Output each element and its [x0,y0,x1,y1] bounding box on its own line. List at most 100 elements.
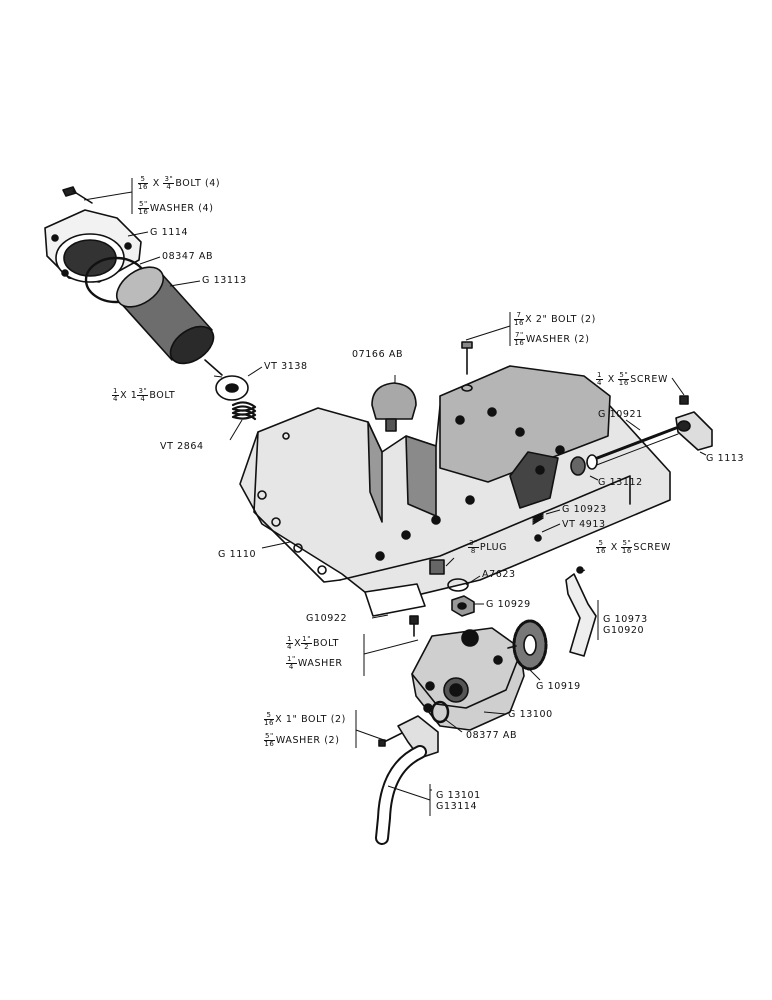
label-text: SCREW [633,542,672,553]
label-g13101-g13114: G 13101 G13114 [436,790,481,813]
washer-vt3138 [215,375,249,401]
label-vt3138: VT 3138 [264,361,308,372]
frac-den: 4 [288,663,294,671]
frac-num: 5" [618,371,630,380]
label-line: G 10973 [603,614,648,625]
flange-housing-g1114 [44,209,142,283]
label-g13113: G 13113 [202,275,247,286]
frac-num: 5 [138,176,149,184]
label-text: WASHER (4) [149,203,214,214]
label-08347ab: 08347 AB [162,251,214,262]
frac-num: 1" [301,635,313,644]
label-g10919: G 10919 [536,681,581,692]
label-g1113: G 1113 [706,453,745,464]
frac-num: 3" [137,387,149,396]
label-g10929: G 10929 [486,599,531,610]
label-text: X 2" BOLT (2) [525,314,596,325]
label-text: BOLT (4) [175,178,221,189]
frac-num: 5" [264,732,275,741]
frac-den: 4 [287,643,293,651]
rod-g10921 [590,426,679,467]
lever-g10973 [565,566,597,657]
bolt-5-16-part [62,186,93,204]
label-line: G 13101 [436,790,481,801]
gear-g10919 [507,619,548,671]
frac-num: 7" [514,331,525,340]
label-text: WASHER (2) [275,735,340,746]
label-text: X 1 [120,390,138,401]
frac-den: 16 [264,740,275,748]
label-text: X [610,542,618,553]
frac-num: 1" [286,655,297,664]
label-g10921: G 10921 [598,409,643,420]
label-g13112: G 13112 [598,477,643,488]
washer-g13112 [570,454,598,476]
label-text: WASHER [297,658,343,669]
bracket-g1113 [675,411,713,451]
main-housing-g1110 [239,365,671,605]
spring-g10923 [532,513,544,525]
label-text: X [152,178,160,189]
frac-num: 1 [596,371,604,380]
label-text: BOLT [313,638,340,649]
frac-num: 5 [596,540,607,548]
label-g13100: G 13100 [508,709,553,720]
label-a7623: A7623 [482,569,516,580]
frac-num: 1 [286,635,294,644]
label-g1114: G 1114 [150,227,189,238]
o-ring-08377ab [430,700,450,724]
frac-den: 16 [514,319,525,327]
frac-den: 16 [514,339,525,347]
inlet-tube-g13101 [375,715,439,845]
frac-num: 3" [163,175,175,184]
screw-1-4-part [679,395,689,405]
frac-den: 4 [113,395,119,403]
label-g10922: G10922 [306,613,348,624]
plug-3-8-part [429,559,445,575]
label-text: X 1" BOLT (2) [275,714,346,725]
frac-num: 5" [138,200,149,209]
gasket-g10922 [364,583,426,617]
label-text: X [607,374,615,385]
frac-den: 4 [140,395,146,403]
label-line: G13114 [436,801,478,813]
bolt-7-16-part [461,341,473,392]
frac-den: 16 [264,719,275,727]
label-g10923: G 10923 [562,504,607,515]
frac-num: 5" [621,539,633,548]
frac-den: 2 [304,643,310,651]
ball-vt4913 [534,534,542,542]
label-text: X [294,638,302,649]
label-text: PLUG [479,542,508,553]
frac-den: 16 [138,183,149,191]
frac-num: 3" [468,539,479,548]
frac-den: 16 [596,547,607,555]
frac-num: 5 [264,712,275,720]
spring-vt2864 [231,401,257,421]
label-vt2864: VT 2864 [160,441,204,452]
frac-den: 16 [621,547,632,555]
frac-den: 4 [166,183,172,191]
label-text: WASHER (2) [525,334,590,345]
nut-g10929 [451,595,475,617]
bolt-5-16-lower-part [378,731,405,747]
label-g10973-g10920: G 10973 G10920 [603,614,648,637]
frac-num: 1 [112,387,120,396]
breather-07166ab [371,382,417,432]
frac-den: 8 [470,547,476,555]
filter-cylinder-g13113 [116,266,223,376]
label-g1110: G 1110 [218,549,257,560]
bolt-1-4-part [409,615,419,637]
label-07166ab: 07166 AB [352,349,404,360]
label-line: G10920 [603,625,645,637]
